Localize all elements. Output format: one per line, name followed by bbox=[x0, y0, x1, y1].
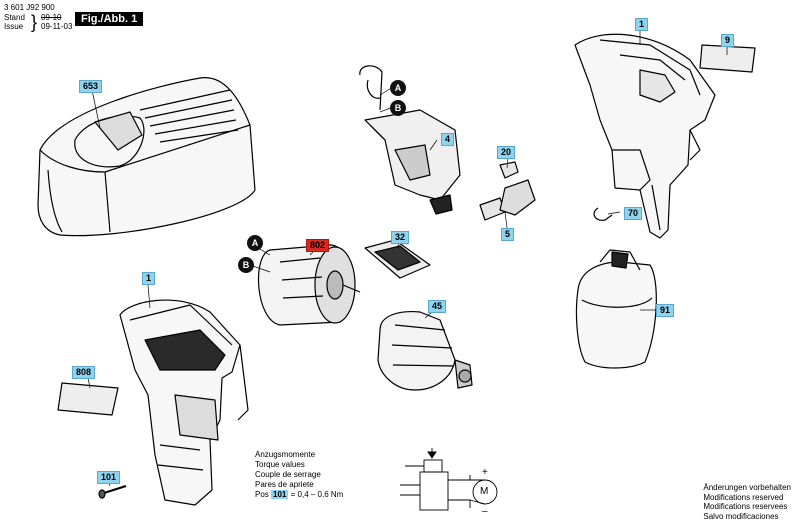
callout-101: 101 bbox=[97, 471, 121, 484]
callout-91: 91 bbox=[656, 304, 675, 317]
torque-line-4: Pares de apriete bbox=[255, 480, 314, 489]
motor-drawing bbox=[257, 244, 361, 326]
circuit-motor: M bbox=[480, 486, 489, 497]
callout-1-top: 1 bbox=[635, 18, 649, 31]
callout-802: 802 bbox=[306, 239, 330, 252]
mod-en: Modifications reserved bbox=[703, 492, 784, 502]
callout-a-motor: A bbox=[247, 235, 263, 251]
circuit-minus: – bbox=[482, 506, 488, 517]
callout-1-left: 1 bbox=[142, 272, 156, 285]
housing-left-drawing bbox=[119, 299, 249, 506]
figure-tag: Fig./Abb. 1 bbox=[75, 12, 144, 26]
torque-pos: Pos 101 = 0,4 – 0,6 Nm bbox=[255, 490, 343, 500]
modifications-notice: Änderungen vorbehalten Modifications res… bbox=[703, 483, 791, 521]
callout-70: 70 bbox=[624, 207, 643, 220]
torque-pos-suffix: = 0,4 – 0,6 Nm bbox=[290, 490, 344, 499]
callout-9: 9 bbox=[721, 34, 735, 47]
callout-20: 20 bbox=[497, 146, 516, 159]
stand-label: Stand bbox=[4, 13, 25, 22]
torque-line-1: Anzugsmomente bbox=[255, 450, 316, 459]
mod-de: Änderungen vorbehalten bbox=[703, 483, 791, 492]
callout-4: 4 bbox=[441, 133, 455, 146]
clip-70 bbox=[593, 207, 613, 221]
small-parts-drawing bbox=[479, 161, 536, 221]
torque-pos-value: 101 bbox=[271, 490, 289, 499]
brace: } bbox=[31, 12, 38, 32]
circuit-diagram bbox=[400, 448, 498, 511]
issue-label: Issue bbox=[4, 22, 24, 31]
part-number: 3 601 J92 900 bbox=[4, 3, 55, 12]
callout-45: 45 bbox=[428, 300, 447, 313]
stand-value: 09-10 bbox=[41, 13, 62, 22]
callout-808: 808 bbox=[72, 366, 96, 379]
battery-drawing bbox=[575, 249, 657, 369]
torque-line-2: Torque values bbox=[255, 460, 305, 469]
mod-es: Salvo modificaciones bbox=[703, 511, 779, 521]
callout-b-motor: B bbox=[238, 257, 254, 273]
label-plate-808 bbox=[57, 382, 119, 416]
circuit-plus: + bbox=[482, 467, 488, 478]
mod-fr: Modifications reservees bbox=[703, 502, 788, 511]
charger-drawing bbox=[37, 77, 256, 237]
torque-line-3: Couple de serrage bbox=[255, 470, 321, 479]
callout-a-switch: A bbox=[390, 80, 406, 96]
screw-drawing bbox=[98, 485, 127, 499]
torque-pos-prefix: Pos bbox=[255, 490, 269, 499]
housing-right-drawing bbox=[574, 33, 716, 239]
callout-5: 5 bbox=[501, 228, 515, 241]
label-plate-9 bbox=[699, 44, 756, 73]
gearbox-drawing bbox=[377, 310, 473, 391]
callout-b-switch: B bbox=[390, 100, 406, 116]
issue-value: 09-11-03 bbox=[41, 22, 73, 31]
callout-32: 32 bbox=[391, 231, 410, 244]
callout-653: 653 bbox=[79, 80, 103, 93]
switch-drawing bbox=[359, 65, 461, 215]
